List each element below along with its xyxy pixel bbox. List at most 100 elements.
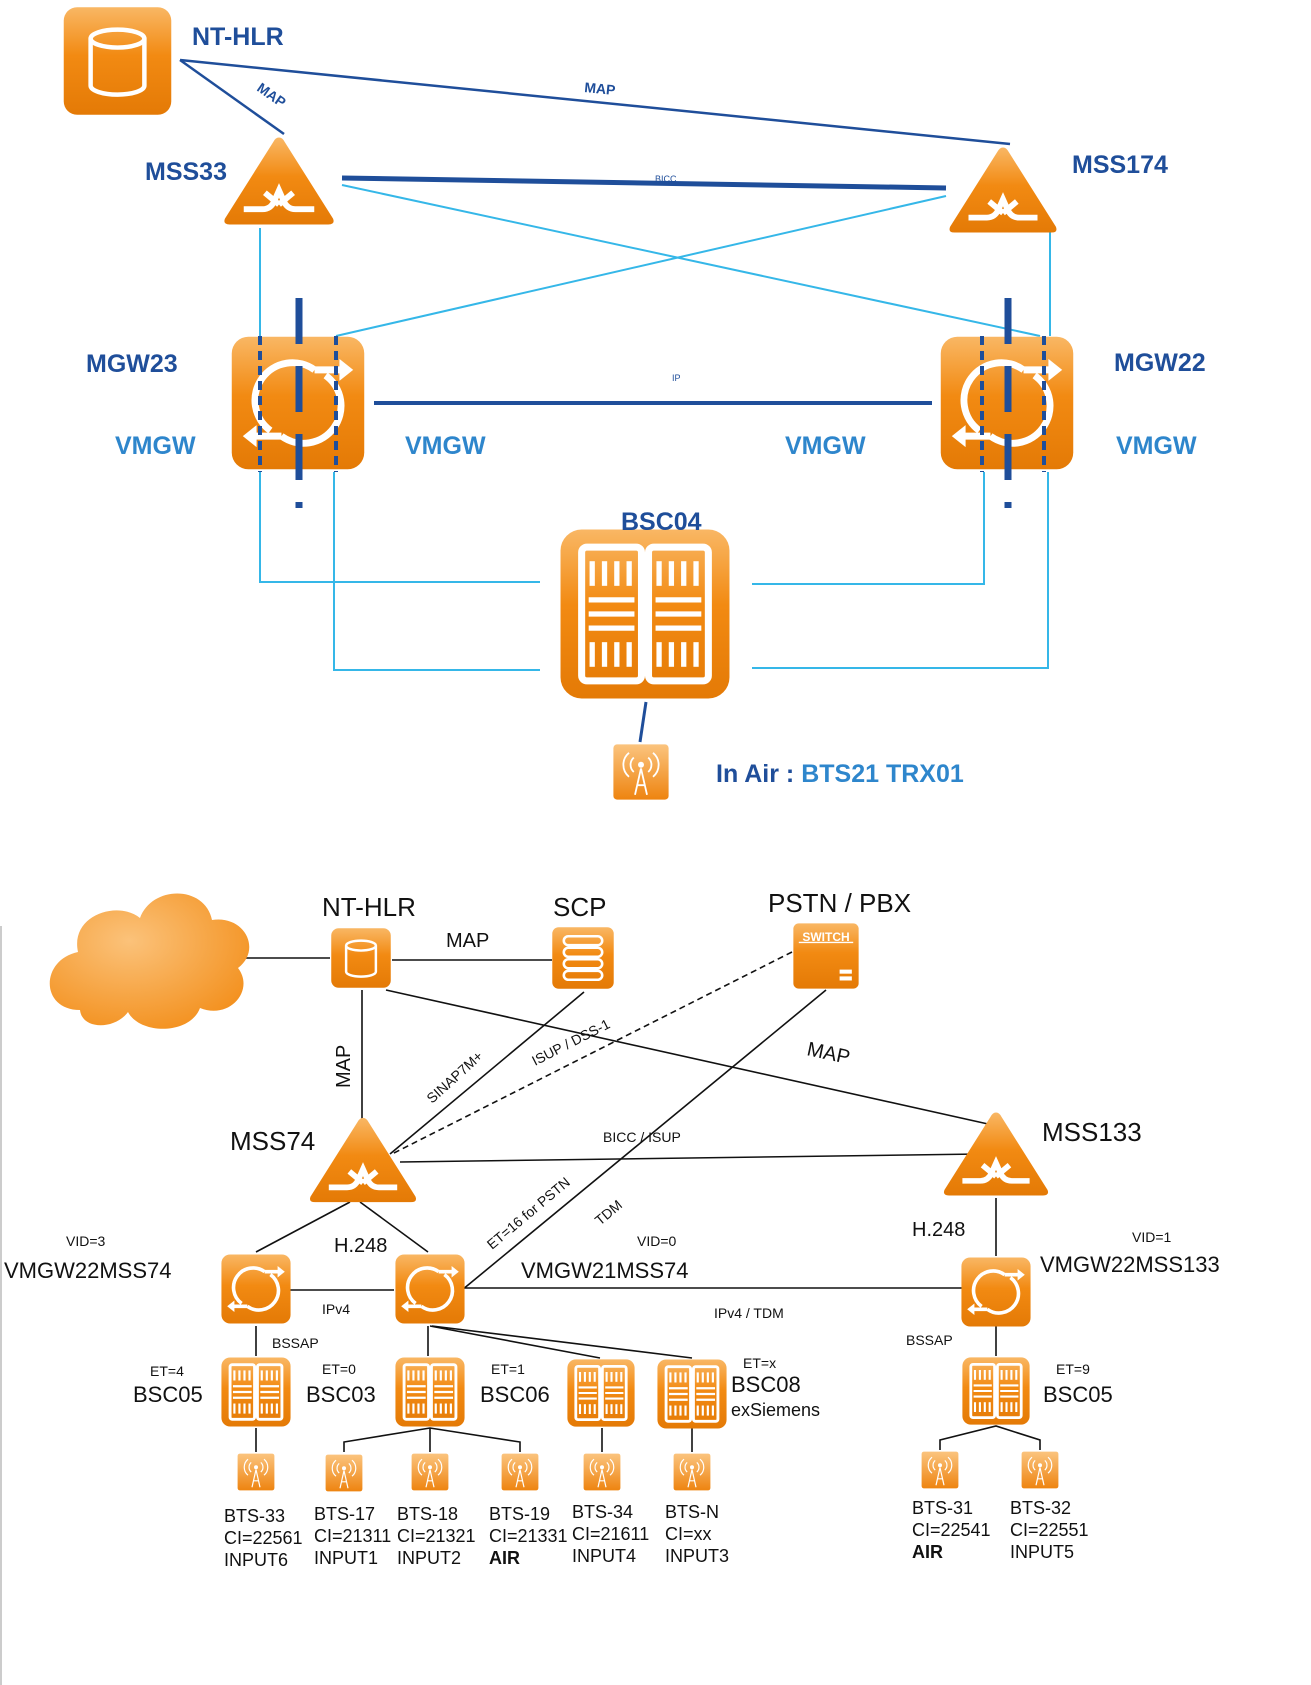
top-mgw23-label: MGW23 [86,350,178,378]
top-bsc04-label: BSC04 [621,508,702,536]
bottom-vmgw21mss74-media-gateway-icon [394,1252,466,1326]
bts-4-ci: CI=21611 [572,1524,649,1544]
link-mss74-mss133 [399,1153,981,1163]
top-link-bicc: BICC [655,174,677,184]
bottom-mss74-switch-triangle-icon [310,1118,416,1202]
bts-6-input: AIR [912,1542,943,1562]
vmgw-b-label: VMGW21MSS74 [521,1258,689,1283]
bottom-scp-label: SCP [553,892,606,922]
bts-17-antenna-icon [324,1453,364,1493]
bts-31-antenna-icon [920,1450,960,1490]
bts-1-input: INPUT1 [314,1548,378,1568]
vmgw-a-vid: VID=3 [66,1233,106,1249]
bsc-3-et: ET=x [743,1355,776,1371]
bsc-1-et: ET=0 [322,1361,356,1377]
top-in-air: In Air : BTS21 TRX01 [716,760,964,788]
bottom-bsc05-bsc-rack-icon [220,1356,292,1428]
bts-0-name: BTS-33 [224,1506,285,1526]
link-mgw22-bsc-a [752,472,985,585]
link-bsc03-bts-group [343,1427,521,1452]
in-air-value: BTS21 TRX01 [801,760,964,788]
bts-1-name: BTS-17 [314,1504,375,1524]
link-scp-mss74 [389,991,585,1155]
bottom-link-bssap-left: BSSAP [272,1335,319,1351]
bts-0-ci: CI=22561 [224,1528,303,1548]
bts-5-input: INPUT3 [665,1546,729,1566]
cloud-icon [49,893,250,1029]
bts-3-name: BTS-19 [489,1504,550,1524]
top-vmgw-label-4: VMGW [1116,432,1197,460]
bsc-3-sub: exSiemens [731,1400,820,1420]
bsc-2-et: ET=1 [491,1361,525,1377]
bts-7-input: INPUT5 [1010,1542,1074,1562]
link-vmgw21-bsc06 [429,1325,601,1359]
bottom-link-h248-right: H.248 [912,1219,965,1241]
link-pstn-vmgw21 [461,989,827,1291]
bottom-link-tdm: TDM [592,1197,626,1229]
bottom-link-ipv4-tdm: IPv4 / TDM [714,1305,784,1321]
bottom-bsc05b-bsc-rack-icon [960,1356,1032,1426]
bottom-link-ipv4: IPv4 [322,1301,350,1317]
bsc-3-label: BSC08 [731,1372,801,1397]
bottom-link-isup: ISUP / DSS-1 [529,1016,612,1069]
top-diagram: NT-HLR MSS33 MSS174 MGW23 MGW22 VMGW VMG… [64,7,1206,801]
link-mgw23-bsc-b [333,472,540,671]
top-links [179,58,1051,743]
link-hlr-mss174 [179,58,1011,146]
top-mss174-switch-triangle-icon [950,147,1057,232]
bottom-mss74-label: MSS74 [230,1126,315,1156]
bts-1-ci: CI=21311 [314,1526,391,1546]
vmgw-c-label: VMGW22MSS133 [1040,1252,1220,1277]
bottom-link-et16: ET=16 for PSTN [484,1174,573,1253]
bts-labels: BTS-33 CI=22561 INPUT6 BTS-17 CI=21311 I… [224,1498,1089,1570]
bts-5-name: BTS-N [665,1502,719,1522]
bottom-vmgw22mss74-media-gateway-icon [220,1252,292,1326]
bts-3-ci: CI=21331 [489,1526,568,1546]
bsc-4-label: BSC05 [1043,1382,1113,1407]
bts-7-ci: CI=22551 [1010,1520,1089,1540]
bottom-hlr-label: NT-HLR [322,892,416,922]
bts-33-antenna-icon [237,1452,275,1492]
bsc-1-label: BSC03 [306,1382,376,1407]
bts-6-name: BTS-31 [912,1498,973,1518]
bts-4-input: INPUT4 [572,1546,636,1566]
bottom-bsc03-bsc-rack-icon [394,1356,466,1428]
top-mgw22-label: MGW22 [1114,349,1206,377]
bsc-4-et: ET=9 [1056,1361,1090,1377]
bts-6-ci: CI=22541 [912,1520,991,1540]
bottom-link-map-diag: MAP [805,1038,852,1069]
top-mss33-label: MSS33 [145,158,227,186]
bts-0-input: INPUT6 [224,1550,288,1570]
top-hlr-label: NT-HLR [192,23,284,51]
bottom-bsc08-bsc-rack-icon [656,1358,728,1430]
bts-3-input: AIR [489,1548,520,1568]
bts-2-name: BTS-18 [397,1504,458,1524]
top-vmgw-label-1: VMGW [115,432,196,460]
bts-19-antenna-icon [501,1452,540,1492]
top-bsc04-bsc-rack-icon [561,530,730,699]
link-mss33-mss174 [341,175,947,191]
link-mss74-vmgw21 [359,1201,429,1253]
link-mss33-mgw22 [341,184,1041,337]
link-pstn-mss74 [391,951,793,1155]
bottom-link-map-v: MAP [333,1045,355,1088]
bottom-hlr-database-icon [330,926,392,990]
bsc-2-label: BSC06 [480,1382,550,1407]
bottom-link-bicc: BICC / ISUP [603,1129,681,1145]
top-hlr-database-icon [64,7,172,115]
bts-34-antenna-icon [582,1452,622,1492]
bottom-link-sinap: SINAP7M+ [423,1048,485,1106]
link-mss74-vmgw22 [255,1201,351,1253]
top-mss33-switch-triangle-icon [224,138,333,225]
bts-4-name: BTS-34 [572,1502,633,1522]
bsc-0-et: ET=4 [150,1363,184,1379]
bts-18-antenna-icon [411,1452,449,1492]
bts-n-antenna-icon [672,1452,712,1492]
bottom-scp-server-stack-icon [551,926,615,990]
bottom-mss133-label: MSS133 [1042,1117,1142,1147]
bottom-diagram: SWITCH NT-HLR SCP PSTN / PBX MSS74 MSS13… [0,888,1220,1685]
bts-2-ci: CI=21321 [397,1526,476,1546]
bottom-vmgw22mss133-media-gateway-icon [960,1256,1032,1328]
bottom-link-map-h: MAP [446,930,489,952]
